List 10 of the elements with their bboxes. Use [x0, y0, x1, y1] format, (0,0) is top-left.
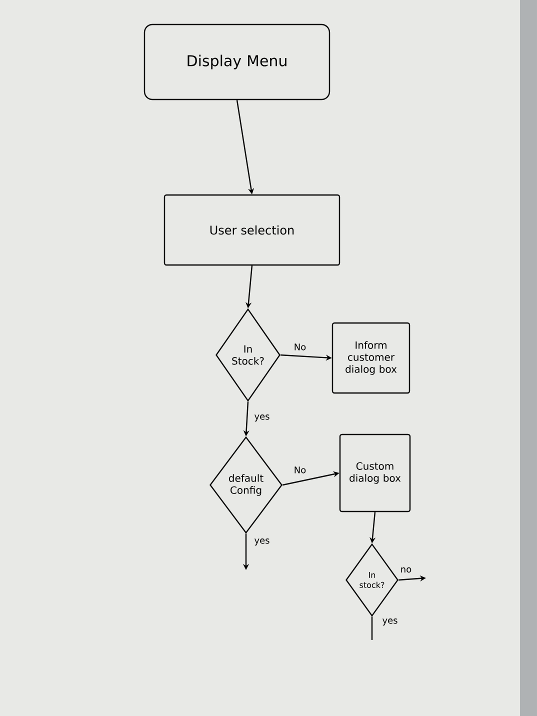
process-box: Inform customer dialog box: [332, 322, 410, 394]
process-box: Display Menu: [144, 24, 330, 100]
edge-label: No: [292, 466, 308, 474]
edge-label: No: [292, 342, 308, 352]
edge-label: yes: [253, 414, 271, 422]
edge-label: yes: [381, 618, 399, 626]
edge-label: yes: [253, 538, 271, 546]
connector-line: [371, 616, 373, 640]
process-box: Custom dialog box: [339, 434, 411, 512]
process-box: User selection: [164, 194, 340, 266]
